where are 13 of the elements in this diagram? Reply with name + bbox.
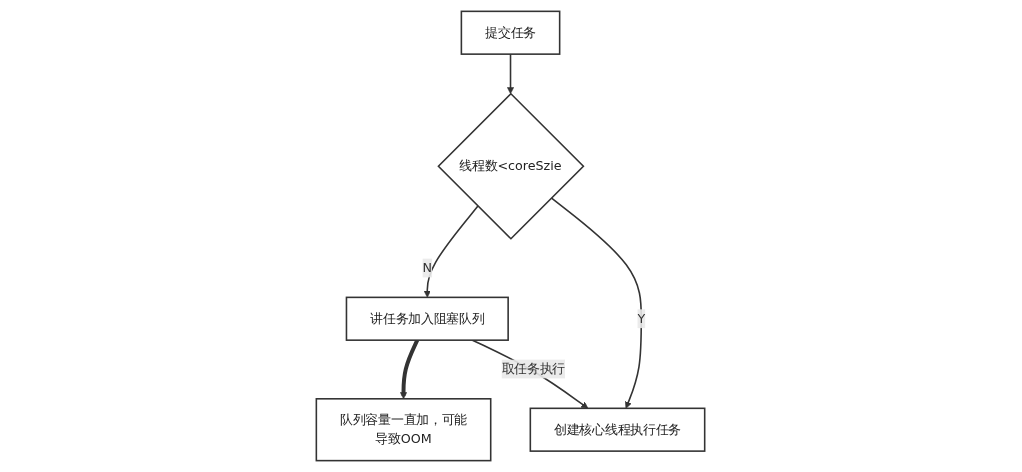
edge-label: Y [637,310,646,326]
arrow [472,339,589,409]
edge-label: 取任务执行 [502,361,566,377]
arrow [400,339,420,400]
arrow [550,197,643,409]
node-diamond: 线程数<coreSzie [437,92,585,240]
arrow [507,53,515,95]
arrow [424,205,480,298]
node-box: 提交任务 [461,10,561,55]
node-box: 创建核心线程执行任务 [530,407,706,452]
node-box: 讲任务加入阻塞队列 [346,296,510,341]
node-box: 队列容量一直加，可能导致OOM [316,398,492,462]
edge-label: N [423,260,433,276]
